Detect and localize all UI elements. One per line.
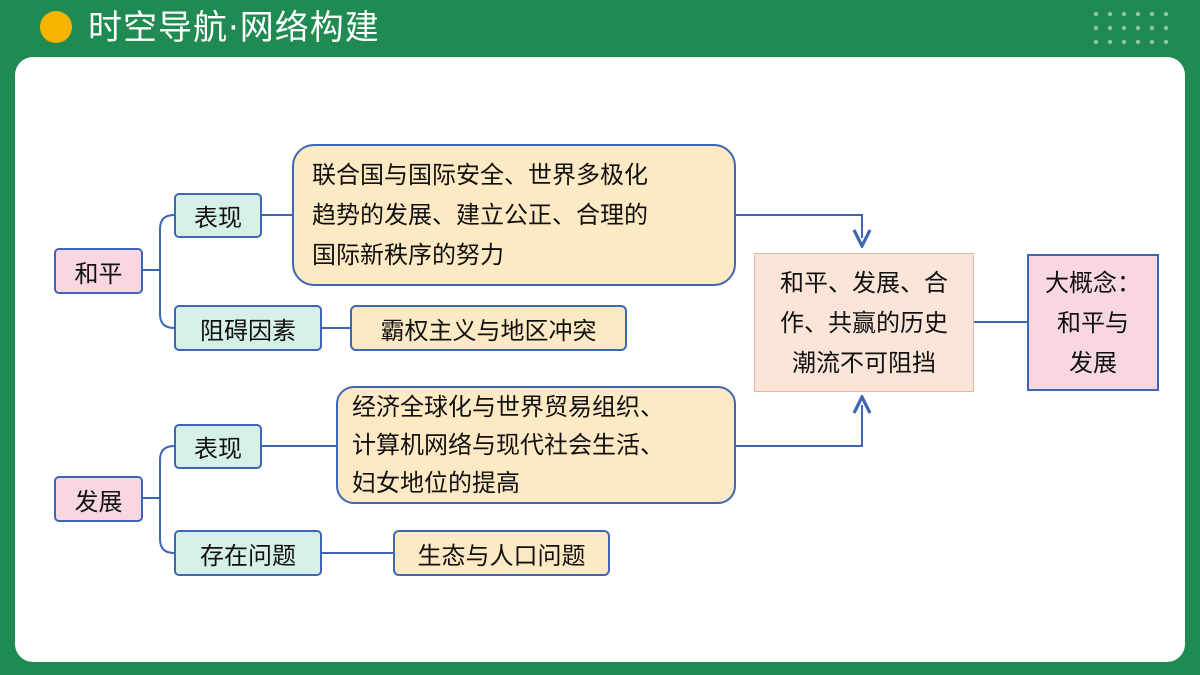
page-title: 时空导航·网络构建 — [88, 8, 380, 48]
peace-manifestation-node: 表现 — [174, 193, 262, 238]
development-label: 发展 — [74, 487, 123, 516]
detail-line: 国际新秩序的努力 — [312, 241, 504, 269]
peace-obstacle-label: 阻碍因素 — [200, 316, 296, 345]
detail-line: 趋势的发展、建立公正、合理的 — [312, 201, 648, 229]
concept-line: 大概念： — [1045, 268, 1141, 297]
arrow-to-summary — [736, 405, 862, 447]
summary-line: 潮流不可阻挡 — [792, 348, 936, 377]
arrow-to-summary — [736, 214, 862, 238]
summary-line: 作、共赢的历史 — [780, 308, 948, 337]
big-concept-box: 大概念： 和平与 发展 — [1027, 254, 1159, 391]
peace-obstacle-node: 阻碍因素 — [174, 305, 322, 351]
peace-manifestation-label: 表现 — [194, 204, 242, 232]
summary-box: 和平、发展、合 作、共赢的历史 潮流不可阻挡 — [754, 253, 974, 392]
development-manifestation-node: 表现 — [174, 424, 262, 469]
development-problem-label: 存在问题 — [200, 541, 296, 570]
peace-obstacle-detail: 霸权主义与地区冲突 — [350, 305, 627, 351]
peace-manifestation-detail: 联合国与国际安全、世界多极化 趋势的发展、建立公正、合理的 国际新秩序的努力 — [292, 144, 736, 286]
detail-line: 联合国与国际安全、世界多极化 — [312, 161, 648, 189]
development-problem-node: 存在问题 — [174, 530, 322, 576]
peace-obstacle-text: 霸权主义与地区冲突 — [380, 316, 597, 345]
dot-grid-decoration-icon — [1093, 11, 1169, 45]
detail-line: 妇女地位的提高 — [352, 469, 520, 497]
detail-line: 计算机网络与现代社会生活、 — [352, 431, 664, 459]
concept-line: 发展 — [1069, 348, 1117, 377]
summary-line: 和平、发展、合 — [780, 268, 948, 297]
header-dot-icon — [40, 11, 72, 43]
concept-line: 和平与 — [1057, 308, 1129, 337]
development-node: 发展 — [54, 476, 143, 522]
development-bracket-line — [159, 445, 175, 554]
detail-line: 经济全球化与世界贸易组织、 — [352, 393, 664, 421]
development-manifestation-label: 表现 — [194, 435, 242, 463]
peace-bracket-line — [159, 214, 175, 329]
development-problem-detail: 生态与人口问题 — [393, 530, 610, 576]
peace-label: 和平 — [74, 259, 123, 288]
peace-node: 和平 — [54, 248, 143, 294]
development-manifestation-detail: 经济全球化与世界贸易组织、 计算机网络与现代社会生活、 妇女地位的提高 — [336, 386, 736, 504]
development-problem-text: 生态与人口问题 — [417, 541, 586, 570]
